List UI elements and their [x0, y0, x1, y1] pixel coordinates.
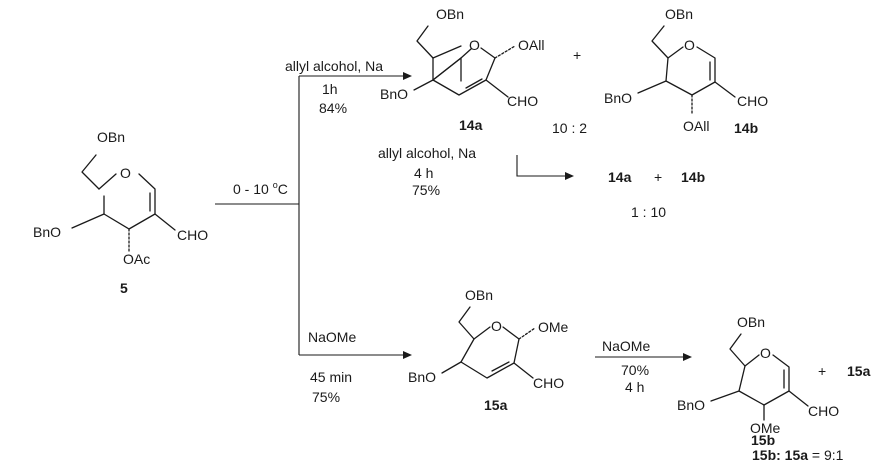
- product-side-15a: 15a: [847, 363, 871, 379]
- product-14a: 14a: [608, 169, 632, 185]
- label-ring-o: O: [120, 165, 131, 181]
- label-bno: BnO: [408, 369, 436, 385]
- compound-5: OBn O BnO OAc CHO 5: [33, 129, 208, 296]
- bond-c5-o: [432, 45, 462, 59]
- label-ring-o: O: [469, 37, 480, 53]
- lower-yield-2: 70%: [621, 362, 649, 378]
- label-bno: BnO: [604, 90, 632, 106]
- compound-14a: OBn O OAll BnO CHO 14a: [380, 6, 544, 133]
- bond-c1-ome: [518, 327, 536, 340]
- compound-number-15b: 15b: [751, 432, 775, 448]
- label-bno: BnO: [677, 397, 705, 413]
- upper-time-2: 4 h: [414, 165, 433, 181]
- lower-time-1: 45 min: [310, 369, 352, 385]
- label-obn: OBn: [737, 314, 765, 330]
- label-bno: BnO: [380, 86, 408, 102]
- ratio-upper-2: 1 : 10: [631, 204, 666, 220]
- label-ring-o: O: [760, 345, 771, 361]
- lower-yield-1: 75%: [312, 389, 340, 405]
- compound-15b: OBn O BnO OMe CHO 15b: [677, 314, 839, 448]
- bond-c2-cho: [485, 79, 509, 98]
- arrowhead-upper-step-2: [565, 172, 574, 180]
- compound-number-5: 5: [120, 280, 128, 296]
- label-cho: CHO: [177, 227, 208, 243]
- bond-ch2-obn: [651, 25, 669, 59]
- upper-time-1: 1h: [322, 81, 338, 97]
- arrowhead-lower: [403, 351, 412, 359]
- bond-c2-cho: [788, 390, 809, 407]
- label-oall: OAll: [683, 118, 709, 134]
- arrow-upper-step-2: [516, 155, 566, 177]
- label-oac: OAc: [123, 251, 150, 267]
- bond-c4-o: [413, 79, 434, 91]
- label-cho: CHO: [737, 93, 768, 109]
- label-ome: OMe: [750, 420, 781, 436]
- ratio-upper-1: 10 : 2: [552, 120, 587, 136]
- label-obn: OBn: [97, 129, 125, 145]
- bond-c4-o: [71, 213, 105, 229]
- bond-ring: [460, 326, 520, 379]
- compound-number-15a: 15a: [484, 397, 508, 413]
- compound-14b: OBn O BnO OAll CHO 14b: [604, 6, 768, 136]
- bond-ch2-obn: [458, 306, 475, 340]
- lower-time-2: 4 h: [625, 379, 644, 395]
- plus-upper-2: +: [654, 169, 662, 185]
- arrowhead-lower-step-2: [683, 353, 692, 361]
- plus-lower: +: [818, 363, 826, 379]
- bond-c2-cho: [154, 213, 176, 231]
- bond-ring: [432, 47, 496, 96]
- bond-c4-o: [710, 390, 740, 402]
- bond-c4-o: [637, 80, 667, 94]
- lower-reagent-2: NaOMe: [602, 338, 650, 354]
- label-ring-o: O: [684, 37, 695, 53]
- bond-c2-cho: [513, 362, 534, 379]
- label-bno: BnO: [33, 224, 61, 240]
- label-cho: CHO: [533, 375, 564, 391]
- ratio-lower: 15b: 15a = 9:1: [752, 447, 844, 460]
- bond-ring-double: [465, 78, 483, 89]
- branch-arrows: 0 - 10 oC: [215, 72, 412, 359]
- product-14b: 14b: [681, 169, 705, 185]
- bond-ch2-obn: [729, 333, 746, 367]
- label-ome: OMe: [538, 319, 569, 335]
- label-obn: OBn: [436, 6, 464, 22]
- plus-upper-1: +: [573, 47, 581, 63]
- label-oall: OAll: [518, 37, 544, 53]
- label-ring-o: O: [491, 318, 502, 334]
- upper-reagent-2: allyl alcohol, Na: [378, 145, 476, 161]
- bond-ring: [665, 46, 716, 96]
- bond-ring-double: [491, 361, 510, 372]
- bond-c4-o: [441, 361, 462, 374]
- condition-temperature: 0 - 10 oC: [233, 180, 288, 197]
- label-cho: CHO: [808, 403, 839, 419]
- bond-ring-c1: [432, 57, 462, 81]
- compound-number-14a: 14a: [459, 117, 483, 133]
- upper-yield-2: 75%: [412, 182, 440, 198]
- label-obn: OBn: [665, 6, 693, 22]
- bond-ch2-obn: [81, 154, 100, 190]
- bond-ring: [738, 354, 790, 406]
- bond-c2-cho: [714, 81, 736, 98]
- label-obn: OBn: [465, 287, 493, 303]
- bond-c1-oall: [494, 45, 516, 59]
- label-cho: CHO: [507, 93, 538, 109]
- upper-yield-1: 84%: [319, 100, 347, 116]
- compound-15a: OBn O OMe BnO CHO 15a: [408, 287, 569, 413]
- lower-reagent-1: NaOMe: [308, 329, 356, 345]
- compound-number-14b: 14b: [734, 120, 758, 136]
- bond-ch2-obn: [416, 25, 434, 59]
- upper-reagent-1: allyl alcohol, Na: [285, 58, 383, 74]
- bond-ring: [98, 173, 156, 230]
- arrowhead-upper: [403, 72, 412, 80]
